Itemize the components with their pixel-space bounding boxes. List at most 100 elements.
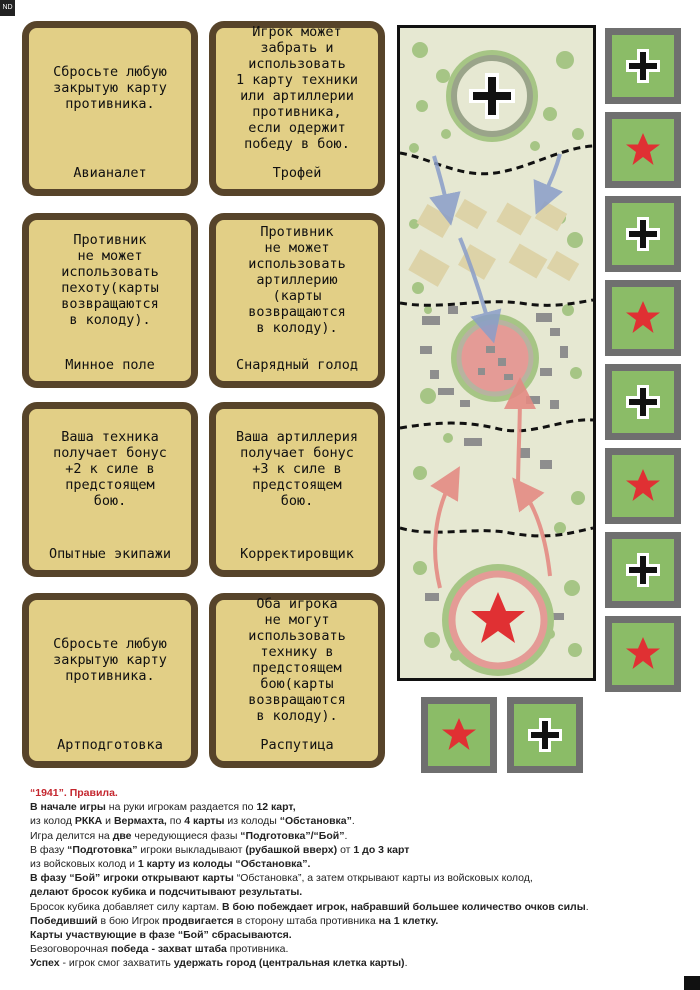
red-star-icon bbox=[626, 133, 660, 165]
balkenkreuz-icon bbox=[626, 385, 660, 419]
red-star-icon bbox=[626, 637, 660, 669]
rule-text: из колод bbox=[30, 815, 75, 828]
rule-text: в сторону штаба противника bbox=[233, 914, 379, 927]
rule-line: Бросок кубика добавляет силу картам. В б… bbox=[30, 900, 670, 914]
event-card[interactable]: Противник не может использовать артиллер… bbox=[209, 213, 385, 388]
balkenkreuz-icon bbox=[528, 718, 562, 752]
rule-text: . bbox=[351, 815, 355, 828]
wehrmacht-token[interactable] bbox=[605, 364, 681, 440]
board-map bbox=[400, 42, 593, 676]
card-title: Трофей bbox=[272, 165, 322, 181]
rule-emphasis: 4 карты bbox=[184, 815, 225, 828]
rule-emphasis: В бою побеждает игрок, набравший большее… bbox=[222, 900, 586, 913]
corner-label: ND bbox=[0, 0, 15, 16]
rkka-token[interactable] bbox=[421, 697, 497, 773]
rule-text: и bbox=[102, 815, 114, 828]
rule-text: от bbox=[337, 843, 354, 856]
rule-text: на руки игрокам раздается по bbox=[105, 801, 257, 814]
rule-text: в бою Игрок bbox=[97, 914, 163, 927]
red-star-icon bbox=[471, 592, 525, 643]
card-description: Противник не может использовать артиллер… bbox=[248, 223, 346, 336]
card-title: Опытные экипажи bbox=[49, 546, 171, 562]
rule-emphasis: РККА bbox=[74, 815, 103, 828]
card-title: Минное поле bbox=[65, 357, 155, 373]
rule-line: Успех - игрок смог захватить удержать го… bbox=[30, 956, 670, 970]
game-board bbox=[397, 25, 596, 681]
event-card[interactable]: Игрок может забрать и использовать 1 кар… bbox=[209, 21, 385, 196]
balkenkreuz-icon bbox=[626, 49, 660, 83]
rule-emphasis: В фазу “Бой” игроки открывают карты bbox=[30, 872, 234, 885]
rule-text: . bbox=[404, 957, 408, 970]
wehrmacht-token[interactable] bbox=[605, 28, 681, 104]
rkka-token[interactable] bbox=[605, 280, 681, 356]
rule-emphasis: “Подготовка”/“Бой” bbox=[240, 829, 345, 842]
balkenkreuz-icon bbox=[626, 217, 660, 251]
event-card[interactable]: Противник не может использовать пехоту(к… bbox=[22, 213, 198, 388]
rule-line: В фазу “Бой” игроки открывают карты “Обс… bbox=[30, 871, 670, 885]
card-description: Сбросьте любую закрытую карту противника… bbox=[53, 635, 167, 684]
rule-emphasis: 12 карт, bbox=[256, 801, 296, 814]
event-card[interactable]: Оба игрока не могут использовать технику… bbox=[209, 593, 385, 768]
rkka-token[interactable] bbox=[605, 112, 681, 188]
rule-line: Игра делится на две чередующиеся фазы “П… bbox=[30, 829, 670, 843]
front-lines bbox=[400, 144, 593, 538]
rule-line: Карты участвующие в фазе “Бой” сбрасываю… bbox=[30, 928, 670, 942]
wehrmacht-token[interactable] bbox=[605, 196, 681, 272]
card-title: Распутица bbox=[260, 737, 334, 753]
rule-line: из войсковых колод и 1 карту из колоды “… bbox=[30, 857, 670, 871]
rule-text: В фазу bbox=[30, 843, 68, 856]
red-star-icon bbox=[626, 469, 660, 501]
wehrmacht-token[interactable] bbox=[605, 532, 681, 608]
card-title: Артподготовка bbox=[57, 737, 163, 753]
rkka-token[interactable] bbox=[605, 616, 681, 692]
rule-text: . bbox=[344, 829, 348, 842]
rule-text: из войсковых колод и bbox=[30, 858, 138, 871]
rule-text: чередующиеся фазы bbox=[131, 829, 241, 842]
red-star-icon bbox=[442, 718, 476, 750]
rule-line: делают бросок кубика и подсчитывают резу… bbox=[30, 885, 670, 899]
rule-line: Победивший в бою Игрок продвигается в ст… bbox=[30, 914, 670, 928]
rule-emphasis: делают бросок кубика и подсчитывают резу… bbox=[30, 886, 303, 899]
field-tiles bbox=[408, 198, 580, 287]
rule-line: В начале игры на руки игрокам раздается … bbox=[30, 800, 670, 814]
event-card[interactable]: Сбросьте любую закрытую карту противника… bbox=[22, 593, 198, 768]
rule-emphasis: 1 карту из колоды “Обстановка”. bbox=[137, 858, 311, 871]
rule-emphasis: “Обстановка” bbox=[279, 815, 352, 828]
rule-emphasis: Успех bbox=[30, 957, 60, 970]
balkenkreuz-icon bbox=[469, 73, 515, 119]
rule-line: из колод РККА и Вермахта, по 4 карты из … bbox=[30, 814, 670, 828]
event-card[interactable]: Сбросьте любую закрытую карту противника… bbox=[22, 21, 198, 196]
rule-text: из колоды bbox=[224, 815, 280, 828]
rules-text: В начале игры на руки игрокам раздается … bbox=[30, 800, 670, 970]
rule-emphasis: победа - захват штаба bbox=[110, 943, 227, 956]
rkka-token[interactable] bbox=[605, 448, 681, 524]
rule-line: Безоговорочная победа - захват штаба про… bbox=[30, 942, 670, 956]
card-title: Снарядный голод bbox=[236, 357, 358, 373]
rule-text: игроки выкладывают bbox=[137, 843, 246, 856]
rule-emphasis: В начале игры bbox=[30, 801, 106, 814]
card-title: Корректировщик bbox=[240, 546, 354, 562]
rule-text: Игра делится на bbox=[30, 829, 113, 842]
rule-emphasis: Вермахта, bbox=[113, 815, 167, 828]
red-star-icon bbox=[626, 301, 660, 333]
card-description: Игрок может забрать и использовать 1 кар… bbox=[236, 23, 358, 152]
card-description: Ваша техника получает бонус +2 к силе в … bbox=[53, 428, 167, 509]
wehrmacht-token[interactable] bbox=[507, 697, 583, 773]
rule-emphasis: 1 до 3 карт bbox=[353, 843, 410, 856]
rkka-attack-arrows bbox=[430, 377, 552, 589]
forest-patches bbox=[409, 42, 585, 661]
event-card[interactable]: Ваша техника получает бонус +2 к силе в … bbox=[22, 402, 198, 577]
rule-text: “Обстановка”, а затем открывают карты из… bbox=[233, 872, 533, 885]
corner-registration-mark bbox=[684, 976, 700, 990]
rules-title: “1941”. Правила. bbox=[30, 787, 118, 799]
rule-emphasis: на 1 клетку. bbox=[378, 914, 439, 927]
balkenkreuz-icon bbox=[626, 553, 660, 587]
card-description: Оба игрока не могут использовать технику… bbox=[248, 595, 346, 724]
card-description: Ваша артиллерия получает бонус +3 к силе… bbox=[236, 428, 358, 509]
rule-text: противника. bbox=[226, 943, 289, 956]
rule-emphasis: Карты участвующие в фазе “Бой” сбрасываю… bbox=[30, 929, 292, 942]
event-card[interactable]: Ваша артиллерия получает бонус +3 к силе… bbox=[209, 402, 385, 577]
rule-emphasis: Победивший bbox=[30, 914, 98, 927]
rule-text: Бросок кубика добавляет силу картам. bbox=[30, 900, 223, 913]
rule-text: - игрок смог захватить bbox=[59, 957, 174, 970]
